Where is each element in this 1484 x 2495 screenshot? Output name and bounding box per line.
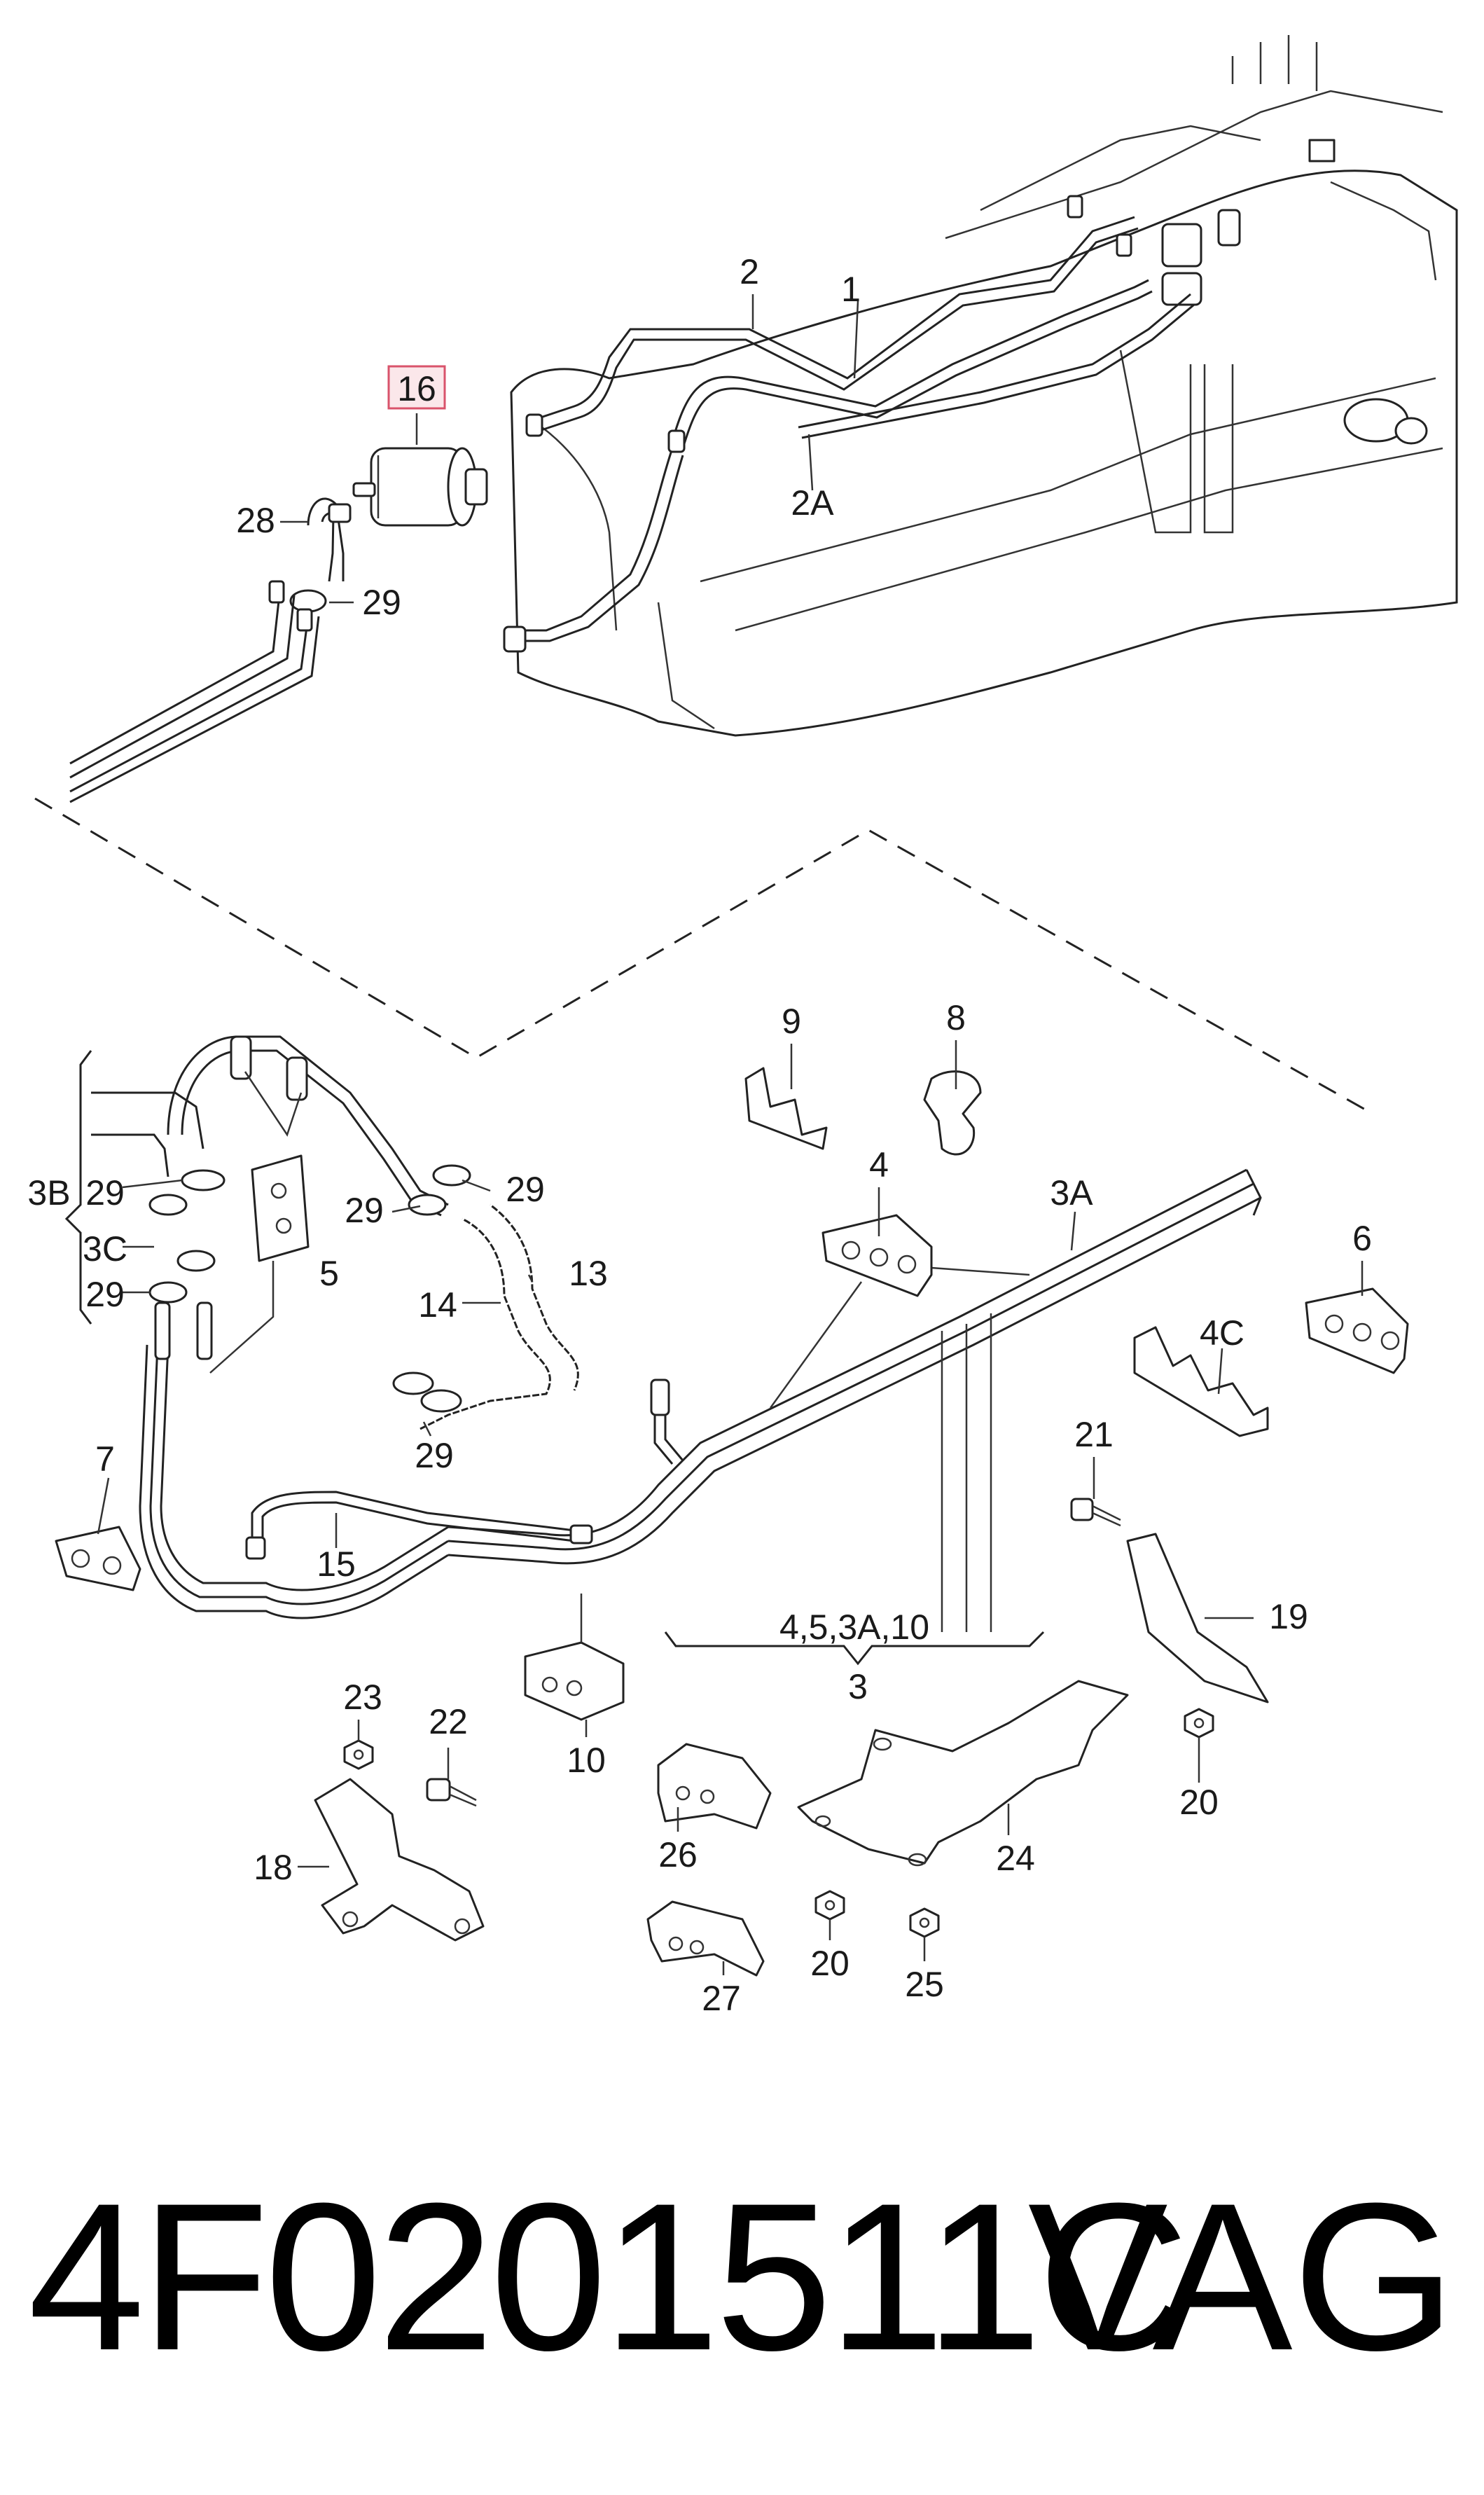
callout-21: 21: [1074, 1415, 1114, 1454]
line-holder-7[interactable]: [55, 1526, 141, 1591]
callout-3A: 3A: [1050, 1173, 1093, 1212]
heat-shield-24[interactable]: [797, 1680, 1129, 1867]
group-3-bracket: [664, 1631, 1045, 1666]
clip-9[interactable]: [744, 1067, 828, 1150]
callout-labels: 1 2 2A 16 28 29 3B 29 3C 29 5 29 29 13 1…: [27, 252, 1371, 2018]
brand-name: VAG: [1027, 2159, 1456, 2394]
nut-25[interactable]: [909, 1907, 940, 1938]
callout-3C: 3C: [83, 1229, 127, 1269]
callout-29-lower: 29: [85, 1275, 125, 1314]
fuel-hoses[interactable]: [417, 1199, 585, 1435]
clip-4C[interactable]: [1133, 1326, 1269, 1437]
callout-7: 7: [95, 1439, 115, 1479]
callout-28: 28: [236, 501, 275, 540]
callout-18: 18: [254, 1848, 293, 1887]
callout-19: 19: [1269, 1597, 1308, 1636]
callout-16: 16: [397, 369, 436, 408]
fuel-tank-assembly: [503, 35, 1458, 737]
bracket-18[interactable]: [314, 1778, 485, 1942]
callout-24: 24: [996, 1839, 1035, 1878]
callout-8: 8: [946, 998, 966, 1037]
callout-3B: 3B: [27, 1173, 70, 1212]
filter-hose[interactable]: [289, 497, 352, 613]
callout-20-center: 20: [810, 1944, 850, 1983]
bracket-19[interactable]: [1126, 1533, 1269, 1703]
highlight-box-16: [387, 365, 446, 410]
fuel-line-assembly: [91, 1035, 1262, 1632]
callout-22: 22: [429, 1702, 468, 1741]
nut-20a[interactable]: [1184, 1708, 1214, 1739]
callout-29-bottom: 29: [415, 1436, 454, 1475]
callout-5: 5: [319, 1254, 339, 1293]
callout-3: 3: [848, 1667, 868, 1706]
callout-10: 10: [567, 1741, 606, 1780]
mount-27[interactable]: [646, 1900, 765, 1977]
callout-14: 14: [418, 1285, 457, 1325]
callout-20-right: 20: [1179, 1783, 1219, 1822]
callout-group-3-parts: 4,5,3A,10: [779, 1608, 929, 1647]
bolt-22[interactable]: [426, 1778, 477, 1807]
parts-diagram: 1 2 2A 16 28 29 3B 29 3C 29 5 29 29 13 1…: [27, 35, 1458, 2018]
hose-clips-group: [148, 1164, 471, 1413]
nut-20b[interactable]: [814, 1890, 845, 1921]
damper-10[interactable]: [524, 1641, 625, 1721]
fuel-filter[interactable]: [352, 447, 488, 527]
callout-2A: 2A: [791, 483, 834, 523]
group-3B-bracket: [64, 1050, 92, 1325]
callout-25: 25: [905, 1965, 944, 2004]
leader-lines: [97, 294, 1364, 1975]
fuel-lines-upper-left: [69, 580, 320, 803]
callout-9: 9: [782, 1002, 801, 1041]
callout-23: 23: [343, 1678, 382, 1717]
mount-26[interactable]: [657, 1743, 772, 1830]
callout-15: 15: [317, 1544, 356, 1584]
line-holder-6[interactable]: [1305, 1287, 1409, 1374]
callout-1: 1: [841, 270, 861, 309]
callout-4: 4: [869, 1145, 889, 1184]
callout-29-right: 29: [506, 1170, 545, 1209]
callout-27: 27: [702, 1979, 741, 2018]
callout-6: 6: [1352, 1219, 1372, 1258]
bolt-21[interactable]: [1070, 1498, 1121, 1527]
callout-29-filter: 29: [362, 583, 401, 622]
callout-29-mid: 29: [345, 1191, 384, 1230]
clip-8[interactable]: [923, 1070, 982, 1156]
callout-2: 2: [740, 252, 759, 291]
nut-23[interactable]: [343, 1739, 374, 1770]
callout-26: 26: [658, 1835, 698, 1874]
callout-4C: 4C: [1200, 1313, 1244, 1353]
line-holder-5[interactable]: [209, 1154, 310, 1374]
callout-29-upper: 29: [85, 1173, 125, 1212]
line-holder-4[interactable]: [821, 1214, 933, 1297]
part-number: 4F0201511C: [28, 2159, 1189, 2394]
callout-13: 13: [569, 1254, 608, 1293]
